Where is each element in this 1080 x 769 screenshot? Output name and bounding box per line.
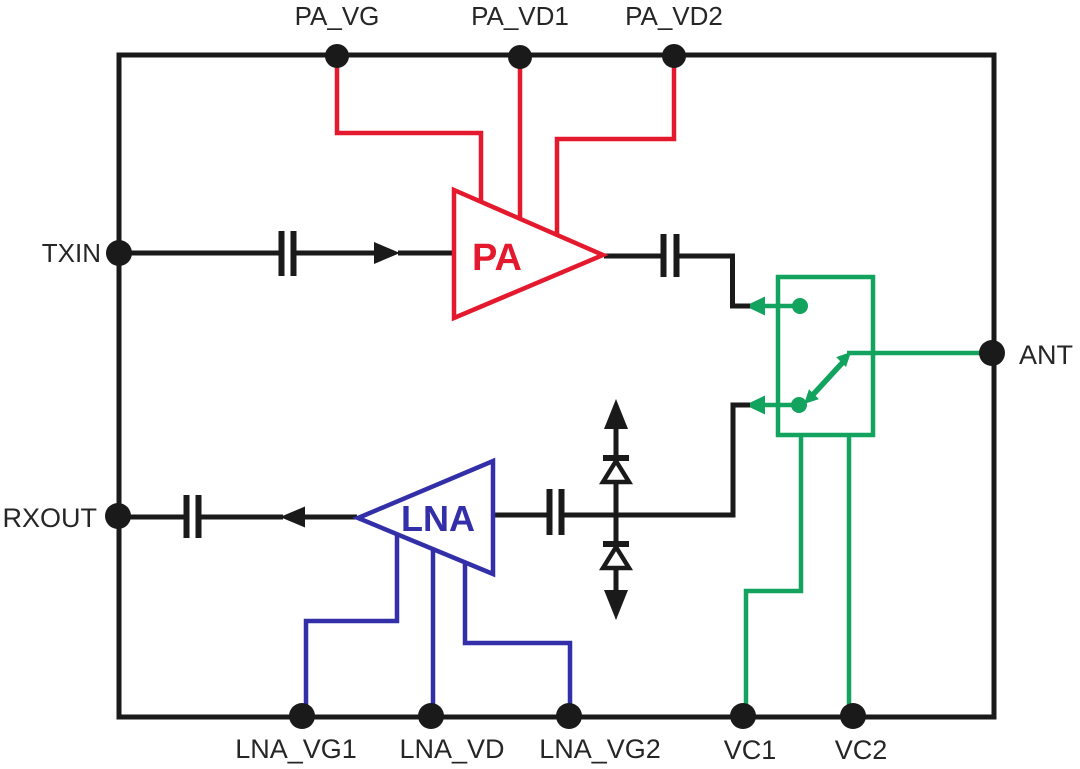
switch-tx-contact-dot bbox=[792, 298, 808, 314]
pa-vd2-bias-wire bbox=[554, 60, 677, 242]
esd-up-arrow-icon bbox=[604, 399, 628, 429]
pad-pa-vd1 bbox=[508, 45, 532, 69]
pad-vc1 bbox=[730, 703, 756, 729]
switch-arm bbox=[806, 359, 847, 401]
label-lna-vg2: LNA_VG2 bbox=[539, 734, 661, 764]
pad-pa-vg bbox=[325, 44, 349, 68]
pad-txin bbox=[106, 240, 132, 266]
switch-rx-contact-dot bbox=[791, 397, 807, 413]
pad-lna-vg1 bbox=[289, 703, 315, 729]
pa-label: PA bbox=[472, 237, 522, 279]
pad-lna-vd bbox=[418, 703, 444, 729]
switch-to-lna-wire bbox=[564, 402, 750, 518]
antenna-switch-box bbox=[775, 274, 876, 438]
pa-amplifier-symbol bbox=[451, 186, 609, 322]
pad-rxout bbox=[105, 503, 131, 529]
label-lna-vg1: LNA_VG1 bbox=[235, 734, 357, 764]
esd-diode-lower bbox=[598, 542, 634, 571]
label-vc2: VC2 bbox=[835, 735, 888, 765]
switch-tx-port-arrow-icon bbox=[745, 296, 765, 316]
label-rxout: RXOUT bbox=[3, 503, 98, 533]
pa-to-switch-wire bbox=[679, 253, 750, 309]
vc1-control-wire bbox=[743, 435, 804, 710]
label-txin: TXIN bbox=[42, 238, 101, 268]
switch-rx-port-arrow-icon bbox=[745, 395, 765, 415]
lna-vg2-bias-wire bbox=[462, 558, 573, 710]
lna-label: LNA bbox=[401, 498, 475, 539]
label-pa-vg: PA_VG bbox=[295, 1, 380, 31]
label-ant: ANT bbox=[1019, 340, 1073, 370]
label-pa-vd2: PA_VD2 bbox=[625, 1, 723, 31]
lna-amplifier-symbol bbox=[352, 457, 496, 578]
label-vc1: VC1 bbox=[724, 735, 777, 765]
esd-diode-upper bbox=[598, 456, 634, 485]
rx-signal-arrow-icon bbox=[280, 506, 305, 528]
pa-vg-bias-wire bbox=[334, 60, 484, 208]
pad-ant bbox=[979, 340, 1005, 366]
lna-vg1-bias-wire bbox=[303, 528, 400, 710]
switch-arm-upper-arrow-icon bbox=[836, 352, 851, 367]
pad-lna-vg2 bbox=[556, 703, 582, 729]
esd-down-arrow-icon bbox=[604, 590, 628, 620]
label-lna-vd: LNA_VD bbox=[399, 734, 504, 764]
pad-vc2 bbox=[840, 703, 866, 729]
label-pa-vd1: PA_VD1 bbox=[471, 1, 569, 31]
pad-pa-vd2 bbox=[662, 44, 686, 68]
switch-arm-lower-arrow-icon bbox=[804, 389, 819, 404]
tx-signal-arrow-icon bbox=[374, 242, 400, 264]
